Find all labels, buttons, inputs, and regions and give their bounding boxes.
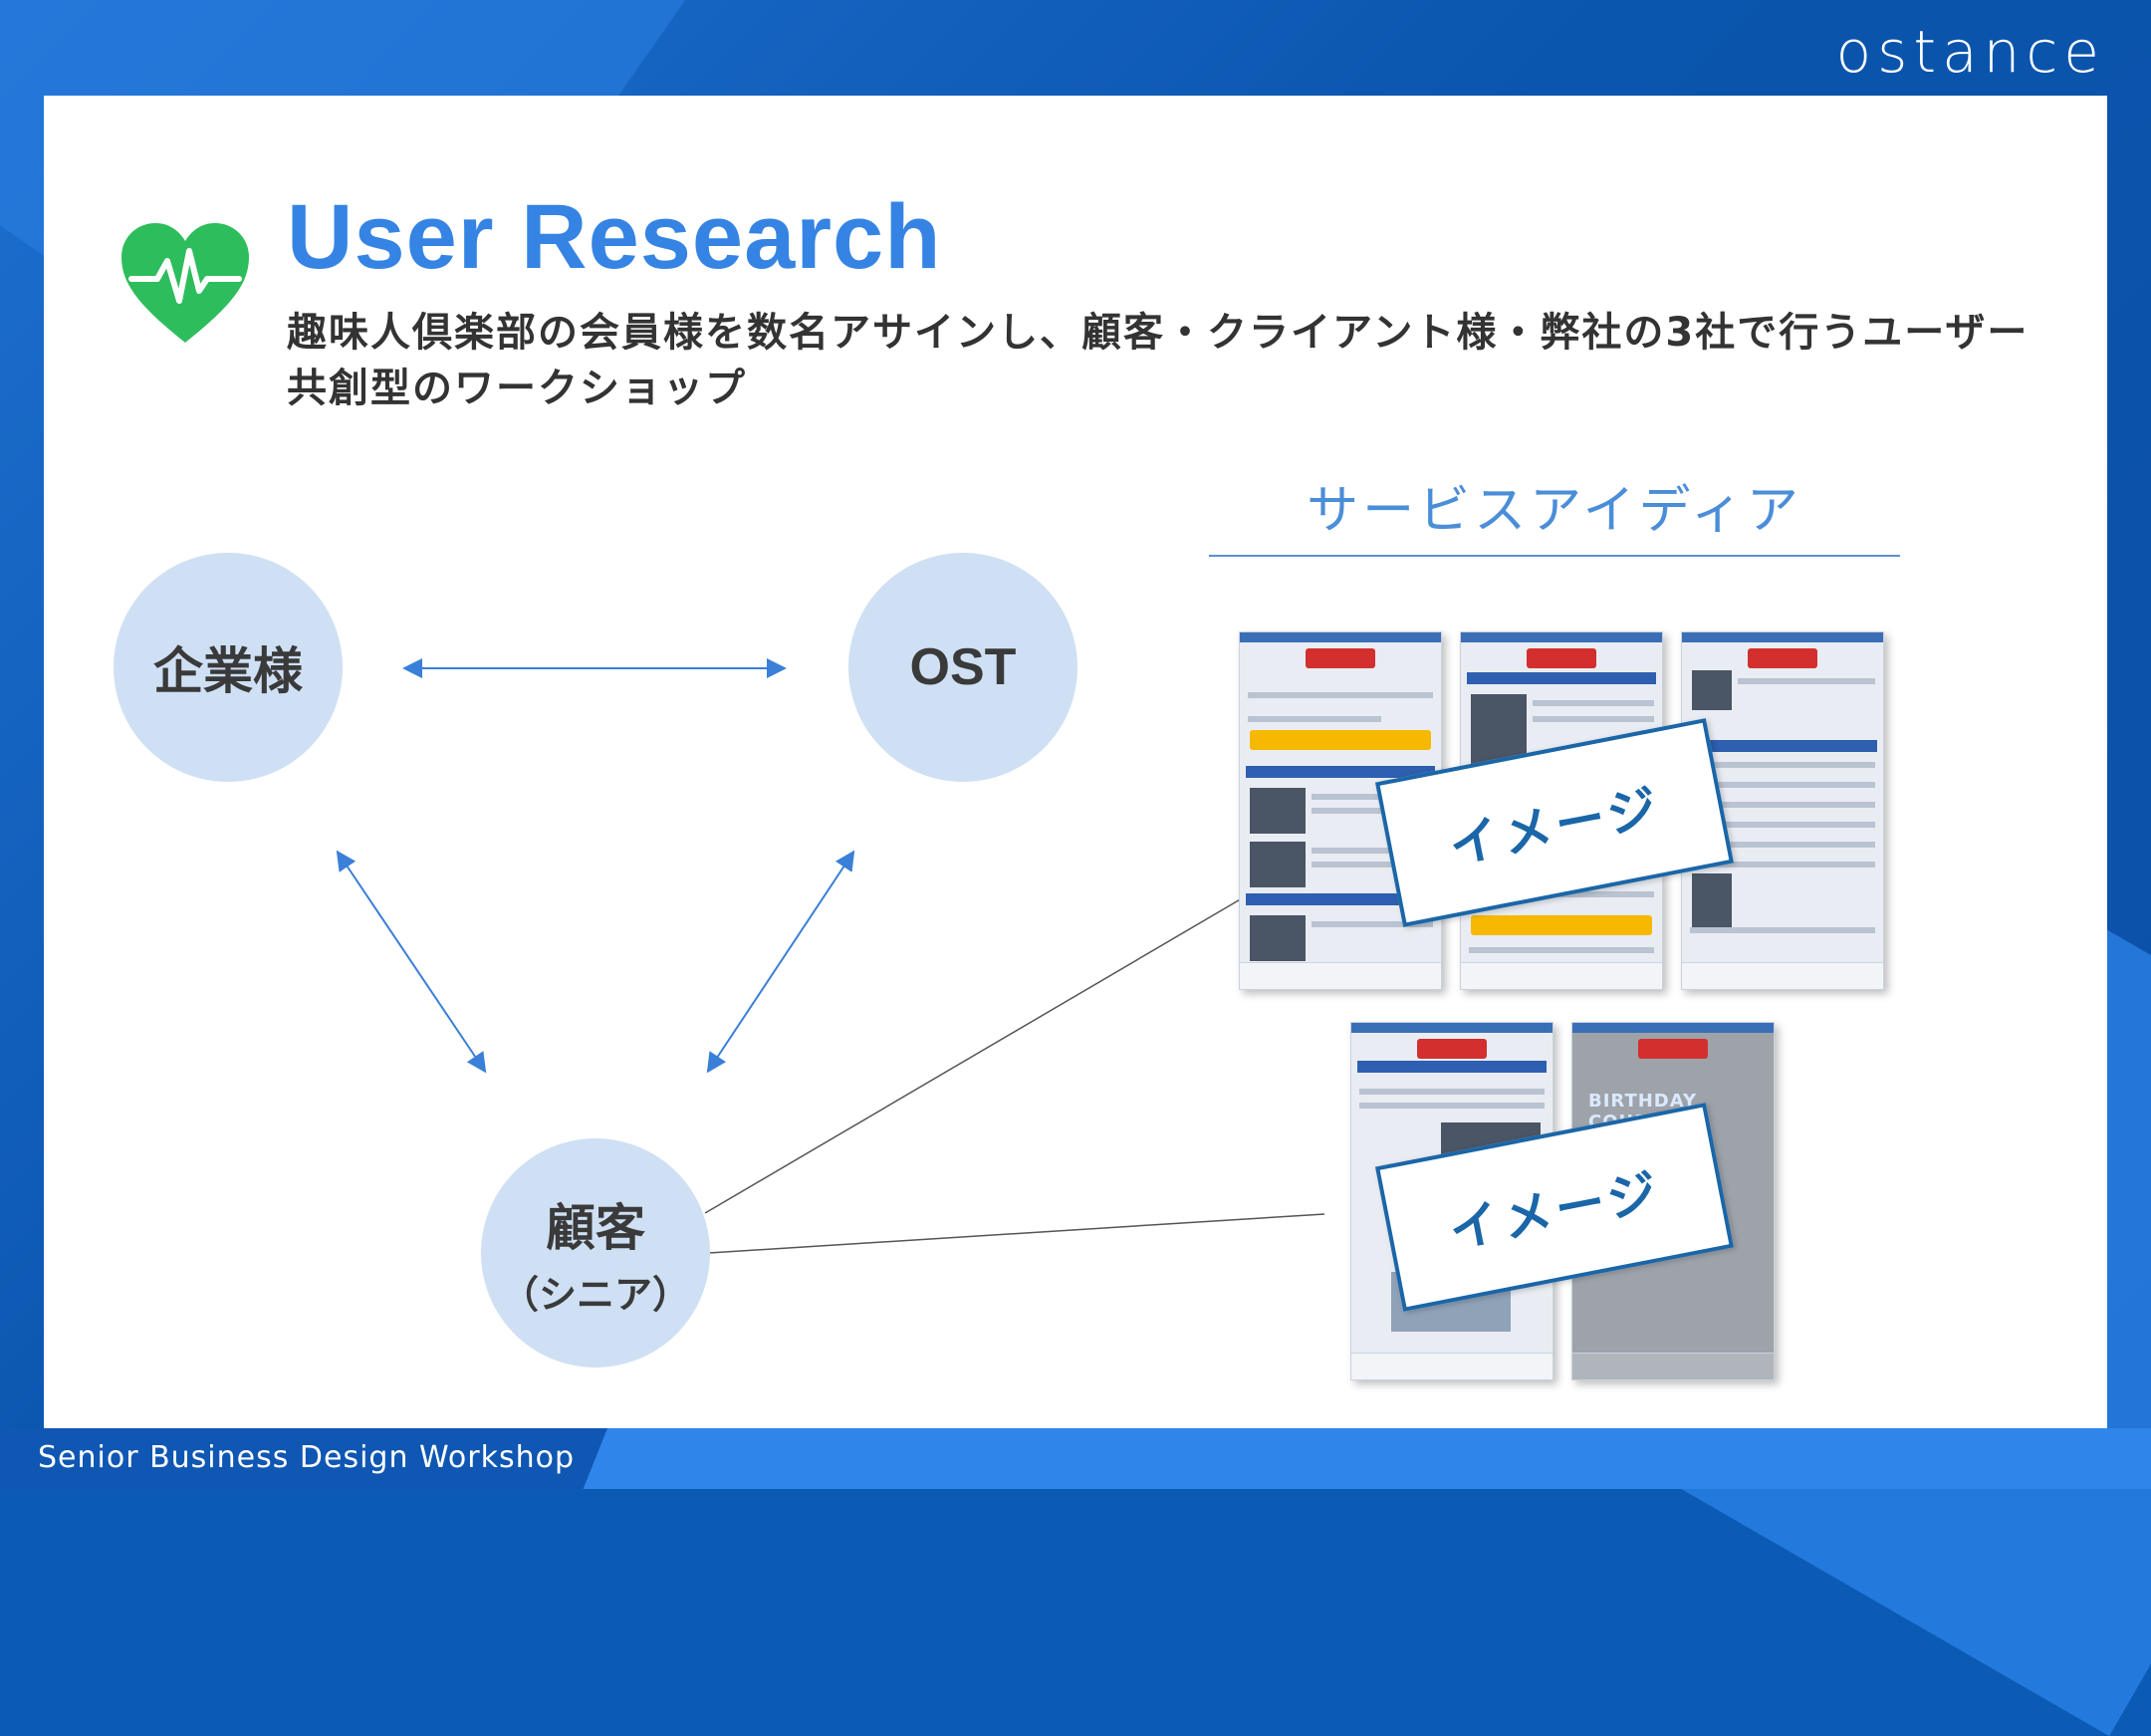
node-customer: 顧客 （シニア） [481, 1138, 710, 1367]
footer-band-dark [0, 1428, 607, 1489]
image-stamp-label: イメージ [1444, 777, 1666, 875]
node-ost-label: OST [909, 638, 1017, 696]
page-subtitle: 趣味人倶楽部の会員様を数名アサインし、顧客・クライアント様・弊社の3社で行うユー… [287, 310, 2030, 411]
node-company: 企業様 [114, 553, 343, 782]
node-customer-label: 顧客 [546, 1198, 645, 1257]
app-screenshot [1681, 631, 1884, 990]
node-ost: OST [848, 553, 1077, 782]
node-company-label: 企業様 [153, 642, 303, 700]
footer-text: Senior Business Design Workshop [38, 1440, 576, 1475]
app-screenshot [1239, 631, 1442, 990]
heart-pulse-icon [121, 223, 249, 343]
image-stamp-label: イメージ [1444, 1161, 1666, 1260]
service-idea-heading: サービスアイディア [1307, 481, 1802, 541]
node-customer-sublabel: （シニア） [500, 1272, 690, 1317]
page-title: User Research [287, 186, 942, 288]
ostance-logo: ostance [1835, 18, 2105, 86]
divider [1209, 555, 1900, 557]
